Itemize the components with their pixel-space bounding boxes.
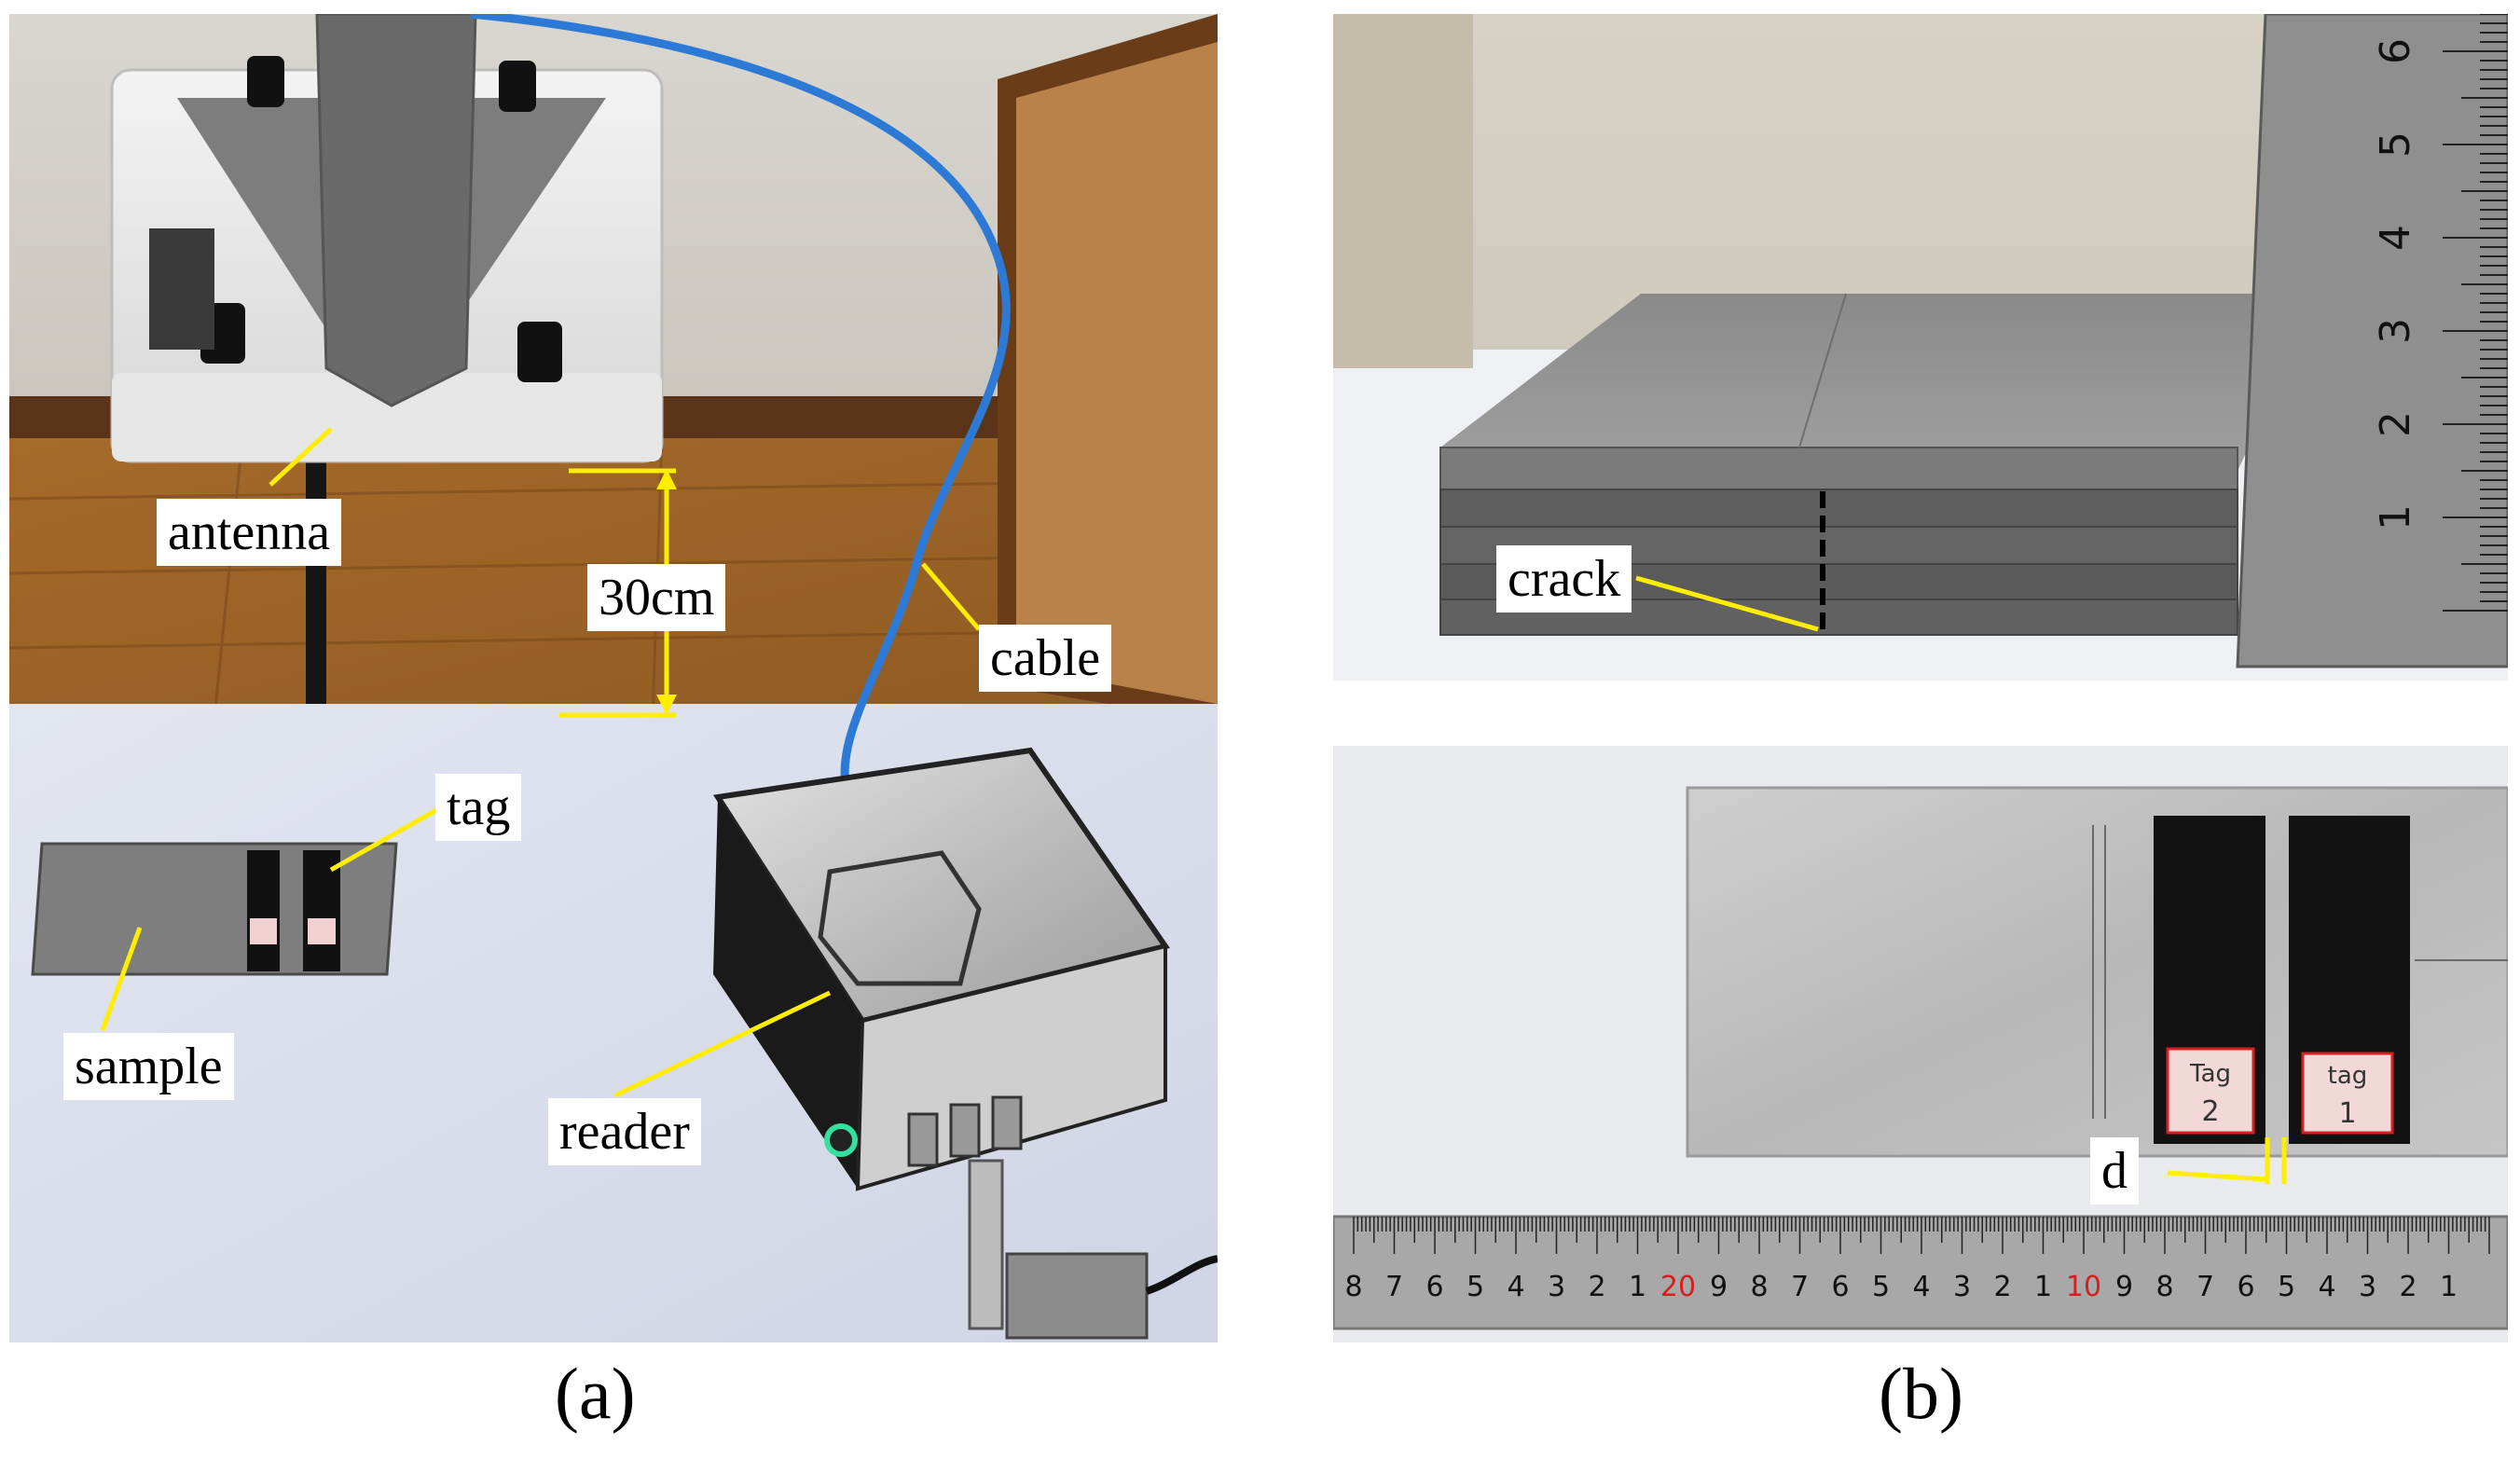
ruler-label: 9: [1710, 1271, 1728, 1303]
tag-1-note-num: 1: [2338, 1097, 2356, 1130]
plate-layer: [1439, 489, 2238, 528]
ruler-label: 3: [1953, 1271, 1971, 1303]
ruler-label: 1: [1629, 1271, 1646, 1303]
ruler-label: 3: [1548, 1271, 1565, 1303]
tag-2-note: [2166, 1047, 2255, 1135]
label-crack: crack: [1496, 545, 1632, 613]
tag-note: [250, 918, 277, 944]
crack-arrow: [1635, 575, 1819, 632]
ruler-label: 4: [2372, 225, 2419, 251]
ruler-label: 7: [1791, 1271, 1809, 1303]
ruler-label: 6: [2372, 38, 2419, 64]
ruler-label: 1: [2372, 504, 2419, 530]
d-arrow: [2167, 1170, 2266, 1182]
ruler-label: 7: [2196, 1271, 2214, 1303]
tag-1-note: [2301, 1052, 2394, 1135]
plate-layer: [1439, 447, 2238, 490]
connector: [991, 1095, 1023, 1150]
vertical-ruler-ticks: [2443, 14, 2508, 612]
reader-logo: [818, 850, 982, 986]
antenna-sticker: [149, 228, 214, 350]
arrowhead: [656, 469, 677, 489]
label-distance: 30cm: [587, 564, 726, 631]
horizontal-ruler: [1333, 1215, 2508, 1330]
ruler-label: 6: [2237, 1271, 2254, 1303]
ruler-label: 3: [2372, 318, 2419, 344]
ruler-label: 8: [1344, 1271, 1362, 1303]
sample-tag: [247, 850, 280, 971]
horizontal-ruler-ticks: [1353, 1217, 2490, 1254]
ruler-label: 2: [1993, 1271, 2011, 1303]
connector: [949, 1103, 981, 1158]
ruler-label: 1: [2034, 1271, 2052, 1303]
reader-led: [824, 1123, 858, 1157]
ruler-label: 1: [2440, 1271, 2458, 1303]
antenna-element: [315, 14, 477, 407]
crack-marks: [2092, 825, 2508, 1119]
left-wall: [1333, 14, 1473, 368]
caption-a: (a): [555, 1353, 636, 1434]
knob: [499, 61, 536, 112]
connector: [907, 1112, 939, 1167]
antenna-side: [112, 373, 662, 461]
knob: [247, 56, 284, 107]
panel-a-scene: [9, 14, 1218, 1342]
ruler-label: 8: [2155, 1271, 2173, 1303]
ruler-label: 2: [1588, 1271, 1605, 1303]
ruler-label: 2: [2399, 1271, 2417, 1303]
tag-note: [308, 918, 336, 944]
label-d: d: [2090, 1137, 2139, 1204]
reader-side: [713, 797, 862, 1189]
stand-leg: [306, 434, 326, 713]
label-tag: tag: [435, 774, 522, 841]
tag-1-note-text: tag: [2328, 1062, 2368, 1090]
ruler-label: 6: [1831, 1271, 1849, 1303]
ruler-label: 9: [2115, 1271, 2133, 1303]
adapter: [968, 1159, 1004, 1330]
ruler-label: 5: [2278, 1271, 2295, 1303]
ruler-label: 5: [2372, 131, 2419, 158]
label-sample: sample: [63, 1033, 234, 1100]
annotation-arrows: [100, 427, 981, 1098]
ruler-label: 2: [2372, 411, 2419, 437]
ruler-label: 3: [2359, 1271, 2376, 1303]
ruler-label: 7: [1385, 1271, 1403, 1303]
label-cable: cable: [979, 625, 1112, 692]
vertical-ruler: [2236, 14, 2508, 668]
plate-top-surface: [1440, 294, 2321, 471]
tag-2-note-text: Tag: [2189, 1060, 2231, 1088]
knob: [517, 322, 562, 382]
ruler-label: 5: [1467, 1271, 1484, 1303]
ruler-label: 20: [1660, 1271, 1696, 1303]
ruler-label: 5: [1872, 1271, 1890, 1303]
label-reader: reader: [548, 1098, 701, 1165]
ruler-label: 4: [1912, 1271, 1930, 1303]
ruler-label: 8: [1750, 1271, 1768, 1303]
plate-layer: [1439, 599, 2238, 636]
black-cable: [1145, 1255, 1218, 1295]
ruler-label: 4: [1507, 1271, 1524, 1303]
label-antenna: antenna: [157, 499, 342, 566]
panel-a-photo: antenna 30cm cable tag sample reader: [9, 14, 1218, 1342]
adapter-block: [1005, 1252, 1149, 1340]
caption-b: (b): [1879, 1353, 1963, 1434]
panel-b-bottom-scene: Tag 2 tag 1 1234567891012345678920123456…: [1333, 746, 2508, 1342]
arrowhead: [656, 695, 677, 715]
tag-2-note-num: 2: [2201, 1095, 2219, 1128]
ruler-label: 10: [2066, 1271, 2101, 1303]
ruler-label: 6: [1425, 1271, 1443, 1303]
plate-seam: [1798, 293, 1847, 448]
wood-panel-face: [1016, 42, 1218, 704]
ruler-label: 4: [2318, 1271, 2335, 1303]
